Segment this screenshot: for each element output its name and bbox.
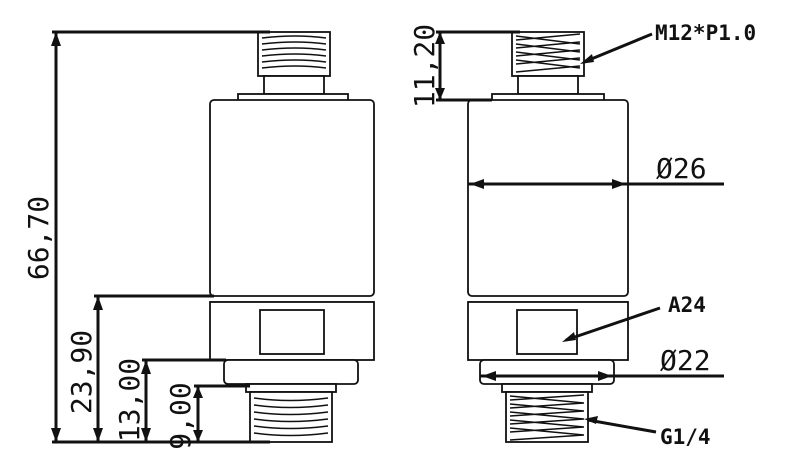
dim-total-height: 66,70: [22, 196, 55, 280]
leader-lines: [562, 32, 661, 434]
right-top-thread: [491, 31, 605, 102]
dim-top-thread-length: 11,20: [408, 24, 441, 108]
left-body: [209, 99, 375, 297]
left-view: 66,70 23,90 13,00 9,00: [22, 30, 375, 450]
left-hex-flat: [259, 309, 325, 355]
body-diameter-dimension: [468, 179, 724, 189]
right-view: 11,20 Ø26 Ø22 M12*P1.0 A24 G1/4: [408, 21, 756, 449]
left-bottom-thread: [249, 391, 333, 443]
label-top-thread: M12*P1.0: [655, 21, 756, 45]
label-bottom-thread: G1/4: [660, 425, 711, 449]
base-diameter-dimension: [480, 371, 724, 381]
right-bottom-thread: [505, 391, 589, 443]
dim-base-diameter: Ø22: [660, 344, 711, 377]
left-dimension-lines: [51, 30, 270, 444]
left-top-thread: [237, 31, 349, 102]
dim-hex-to-thread: 13,00: [113, 358, 146, 442]
right-top-dimension: [435, 30, 520, 102]
right-collar: [479, 359, 615, 385]
dim-lower-height: 23,90: [65, 330, 98, 414]
right-body: [467, 99, 629, 297]
right-hex-flat: [516, 309, 578, 355]
dim-body-diameter: Ø26: [656, 152, 707, 185]
left-collar: [223, 359, 359, 385]
label-hex: A24: [668, 293, 706, 317]
dim-thread-length: 9,00: [164, 382, 197, 449]
